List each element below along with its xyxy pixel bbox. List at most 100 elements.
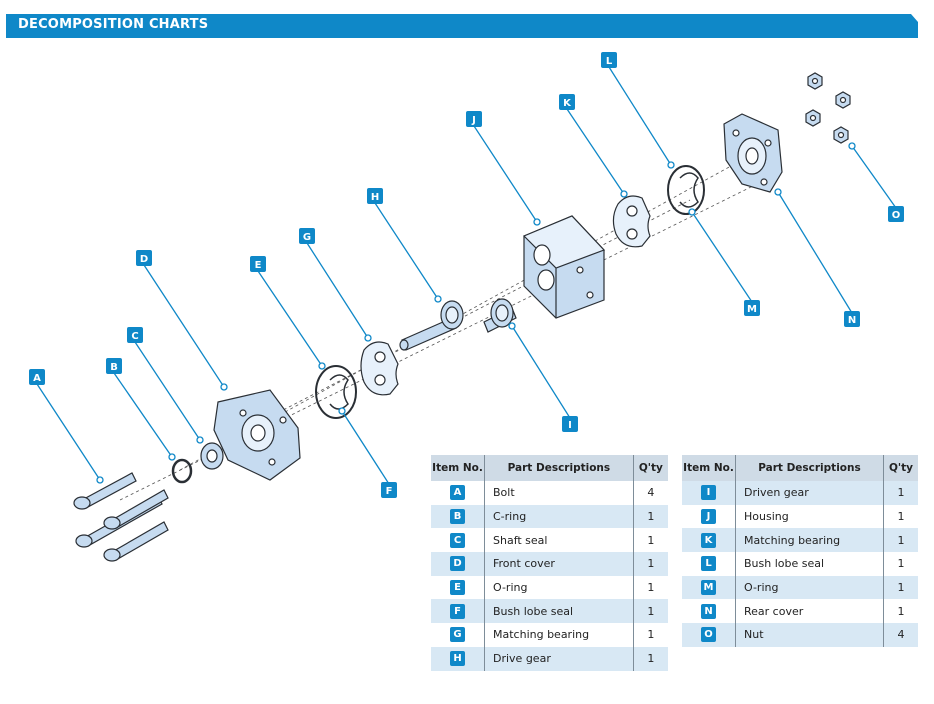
nut-part-icon [805,72,851,144]
item-no-cell: C [431,528,485,553]
driven-gear-part-icon [483,298,517,333]
column-header-item-no: Item No. [431,455,485,481]
svg-text:D: D [140,254,148,265]
column-header-description: Part Descriptions [735,455,884,481]
qty-cell: 1 [633,646,668,671]
qty-cell: 1 [647,533,655,547]
description-cell: Matching bearing [484,623,634,647]
bush-lobe-seal-rear-icon [679,172,699,208]
description-cell: Nut [735,623,884,647]
header-banner [6,14,918,38]
qty-cell: 1 [883,481,918,505]
svg-text:M: M [747,304,757,315]
svg-text:J: J [471,115,476,126]
description-cell: Matching bearing [735,528,884,553]
item-badge: O [701,627,716,643]
column-header-description: Part Descriptions [484,455,634,481]
item-no-cell: O [682,623,736,647]
item-badge: I [701,485,716,501]
qty-cell: 1 [897,604,905,618]
c-ring-part-icon [171,458,193,484]
item-badge: M [701,580,716,596]
callout-g: G [299,228,315,244]
qty-cell: 1 [633,599,668,624]
svg-text:I: I [568,420,572,431]
qty-cell: 1 [897,510,905,524]
bush-lobe-seal-front-icon [329,374,349,410]
description-cell: Shaft seal [484,528,634,553]
item-no-cell: K [682,528,736,553]
qty-cell: 1 [633,504,668,529]
qty-cell: 1 [883,575,918,600]
description-cell: Drive gear [484,646,634,671]
header-title: DECOMPOSITION CHARTS [18,17,209,32]
svg-text:B: B [110,362,118,373]
item-no-cell: L [682,552,736,576]
callout-m: M [744,300,760,316]
item-badge: K [701,532,716,548]
description-cell: O-ring [484,575,634,600]
svg-text:K: K [563,98,572,109]
qty-cell: 4 [883,623,918,647]
matching-bearing-front-icon [360,341,399,396]
item-badge: G [450,627,465,643]
item-badge: L [701,556,716,572]
matching-bearing-rear-icon [612,195,651,248]
item-no-cell: D [431,552,485,576]
svg-text:A: A [33,373,41,384]
callout-f: F [381,482,397,498]
description-cell: Front cover [484,552,634,576]
item-badge: C [450,532,465,548]
callout-b: B [106,358,122,374]
description-cell: Housing [735,504,884,529]
item-badge: E [450,580,465,596]
callout-h: H [367,188,383,204]
item-badge: F [450,603,465,619]
callout-c: C [127,327,143,343]
description-cell: Rear cover [735,599,884,624]
item-no-cell: N [682,599,736,624]
item-no-cell: I [682,481,736,505]
svg-text:E: E [255,260,262,271]
item-badge: D [450,556,465,572]
svg-text:L: L [606,56,613,67]
item-badge: A [450,485,465,501]
item-no-cell: F [431,599,485,624]
item-badge: H [450,651,465,667]
item-badge: N [701,603,716,619]
callout-d: D [136,250,152,266]
item-no-cell: G [431,623,485,647]
item-no-cell: B [431,504,485,529]
table-header-row: Item No. Part Descriptions Q'ty [431,455,668,481]
description-cell: Driven gear [735,481,884,505]
svg-text:H: H [371,192,379,203]
item-no-cell: A [431,481,485,505]
svg-text:G: G [303,232,311,243]
callout-badges: A B C D E F G H I J K L M N O [29,52,904,498]
column-header-qty: Q'ty [883,455,918,481]
description-cell: O-ring [735,575,884,600]
column-header-qty: Q'ty [633,455,668,481]
front-cover-part-icon [213,389,301,481]
drive-gear-part-icon [399,300,464,351]
description-cell: C-ring [484,504,634,529]
item-badge: B [450,509,465,525]
table-row: N Rear cover 1 [682,599,918,624]
item-no-cell: M [682,575,736,600]
item-no-cell: E [431,575,485,600]
qty-cell: 4 [647,486,655,500]
callout-n: N [844,311,860,327]
